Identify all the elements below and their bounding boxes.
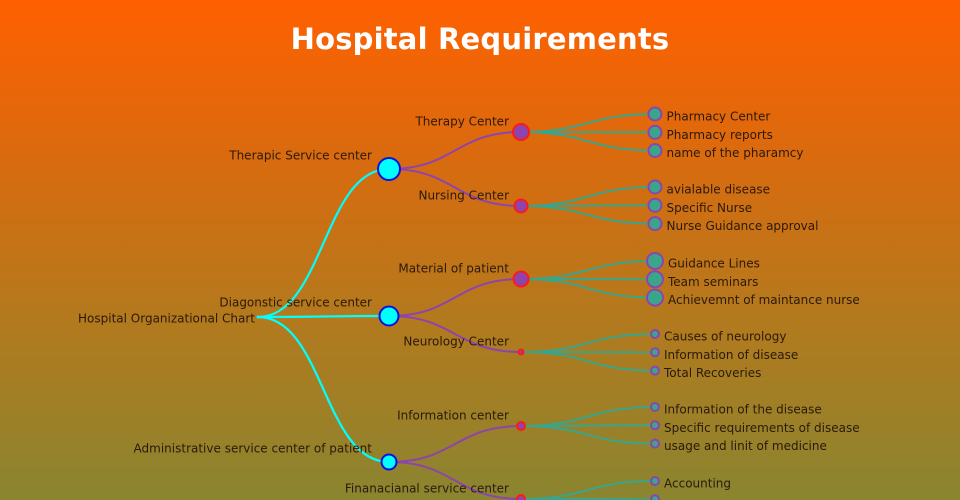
level1-node-label: Therapic Service center: [228, 149, 372, 163]
leaf-node-label: Total Recoveries: [663, 366, 761, 380]
leaf-node[interactable]: [646, 270, 664, 289]
level1-node[interactable]: [377, 157, 401, 181]
level1-node[interactable]: [378, 305, 400, 327]
level2-node[interactable]: [517, 348, 525, 356]
link-level2-to-leaf: [520, 425, 656, 445]
link-level2-to-leaf: [520, 131, 656, 152]
link-level1-to-level2: [388, 461, 522, 500]
leaf-node[interactable]: [646, 252, 664, 270]
level1-node-label: Diagonstic service center: [219, 296, 372, 310]
link-level2-to-leaf: [520, 406, 656, 427]
link-level2-to-leaf: [520, 186, 656, 207]
level2-node-label: Therapy Center: [414, 115, 509, 129]
leaf-node-label: Pharmacy Center: [667, 110, 771, 124]
link-level1-to-level2: [388, 131, 522, 170]
level2-node-label: Material of patient: [398, 262, 509, 276]
root-node-label: Hospital Organizational Chart: [78, 312, 255, 326]
level2-node-label: Neurology Center: [403, 335, 509, 349]
level1-node[interactable]: [380, 453, 398, 471]
leaf-node[interactable]: [647, 143, 663, 159]
leaf-node-label: Nurse Guidance approval: [667, 219, 819, 233]
leaf-node-label: Achievemnt of maintance nurse: [668, 293, 860, 307]
link-level2-to-leaf: [520, 351, 656, 372]
level2-node[interactable]: [516, 421, 526, 431]
link-root-to-level1: [257, 314, 390, 319]
link-root-to-level1: [257, 315, 390, 464]
leaf-node[interactable]: [650, 365, 660, 376]
tree-nodes: Hospital Organizational Chart Therapic Se…: [78, 106, 860, 500]
level2-node[interactable]: [513, 198, 529, 214]
leaf-node-label: Guidance Lines: [668, 257, 760, 271]
link-level2-to-leaf: [520, 278, 656, 299]
leaf-node-label: Causes of neurology: [664, 330, 786, 344]
leaf-node[interactable]: [647, 216, 663, 232]
leaf-node[interactable]: [647, 197, 663, 213]
leaf-node[interactable]: [650, 476, 660, 486]
level1-node-label: Administrative service center of patient: [134, 442, 373, 456]
level2-node-label: Nursing Center: [418, 189, 509, 203]
leaf-node[interactable]: [647, 124, 663, 140]
leaf-node[interactable]: [650, 420, 660, 431]
level2-node[interactable]: [512, 270, 530, 288]
leaf-node-label: name of the pharamcy: [667, 146, 804, 160]
link-root-to-level1: [257, 167, 390, 319]
link-level2-to-leaf: [520, 205, 656, 225]
leaf-node[interactable]: [647, 106, 663, 122]
link-level1-to-level2: [388, 168, 522, 207]
leaf-node-label: Accounting: [664, 477, 731, 491]
leaf-node[interactable]: [650, 494, 660, 500]
root-node[interactable]: [256, 315, 260, 319]
link-level2-to-leaf: [520, 260, 656, 280]
leaf-node[interactable]: [650, 438, 660, 449]
leaf-node-label: Team seminars: [667, 275, 758, 289]
leaf-node-label: Specific Nurse: [667, 201, 753, 215]
level2-node[interactable]: [512, 123, 530, 141]
tree-links: [257, 113, 656, 500]
level2-node[interactable]: [516, 494, 526, 500]
leaf-node-label: avialable disease: [667, 183, 771, 197]
leaf-node-label: usage and linit of medicine: [664, 439, 827, 453]
link-level2-to-leaf: [520, 113, 656, 133]
link-level1-to-level2: [388, 315, 522, 353]
link-level2-to-leaf: [520, 333, 656, 353]
link-level1-to-level2: [388, 278, 522, 317]
leaf-node[interactable]: [646, 288, 664, 307]
chart-title: Hospital Requirements: [290, 22, 670, 56]
leaf-node[interactable]: [650, 329, 660, 339]
leaf-node[interactable]: [650, 347, 660, 358]
leaf-node-label: Pharmacy reports: [667, 128, 773, 142]
level2-node-label: Finanacianal service center: [345, 482, 509, 496]
leaf-node-label: Information of disease: [664, 348, 798, 362]
link-level2-to-leaf: [520, 480, 656, 500]
link-level1-to-level2: [388, 425, 522, 463]
leaf-node[interactable]: [647, 179, 663, 195]
leaf-node[interactable]: [650, 402, 660, 412]
leaf-node-label: Information of the disease: [664, 403, 822, 417]
level2-node-label: Information center: [397, 409, 509, 423]
leaf-node-label: Specific requirements of disease: [664, 421, 860, 435]
